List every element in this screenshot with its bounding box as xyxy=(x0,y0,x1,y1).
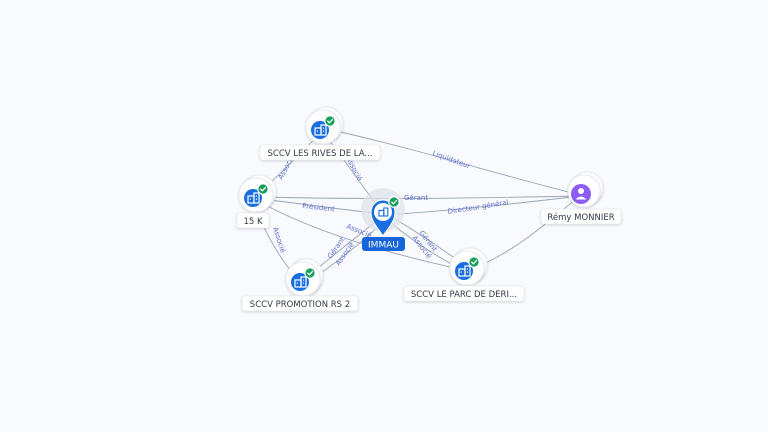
edge-label-gerant: Gérant xyxy=(404,194,428,202)
check-badge-icon xyxy=(304,267,316,279)
node-sccv-promotion[interactable]: SCCV PROMOTION RS 2 xyxy=(241,258,359,312)
node-label: Rémy MONNIER xyxy=(547,212,614,223)
node-label: SCCV PROMOTION RS 2 xyxy=(250,300,350,310)
edge-label-associe-k15-promo: Associé xyxy=(271,226,287,254)
node-immau[interactable]: IMMAU xyxy=(361,188,405,251)
check-badge-icon xyxy=(324,115,336,127)
node-sccv-rives[interactable]: SCCV LES RIVES DE LA... xyxy=(259,106,381,161)
edge-label-liquidateur: Liquidateur xyxy=(431,149,471,170)
node-label: 15 K xyxy=(243,217,263,227)
node-remy-monnier[interactable]: Rémy MONNIER xyxy=(540,171,622,225)
node-label: SCCV LE PARC DE DERI... xyxy=(411,290,517,300)
edge-label-directeur-general: Directeur général xyxy=(447,198,509,216)
check-badge-icon xyxy=(257,183,269,195)
edge-rives-remy xyxy=(335,130,581,196)
check-badge-icon xyxy=(388,196,400,208)
edge-label-president: Président xyxy=(302,202,336,213)
node-label: IMMAU xyxy=(368,241,399,251)
edge-k15-remy xyxy=(261,195,581,199)
check-badge-icon xyxy=(468,256,480,268)
edge-k15-parc xyxy=(257,200,465,271)
node-15k[interactable]: 15 K xyxy=(236,174,277,229)
edge-immau-remy xyxy=(397,195,581,215)
node-label: SCCV LES RIVES DE LA... xyxy=(267,149,372,159)
node-sccv-parc[interactable]: SCCV LE PARC DE DERI... xyxy=(403,247,525,302)
